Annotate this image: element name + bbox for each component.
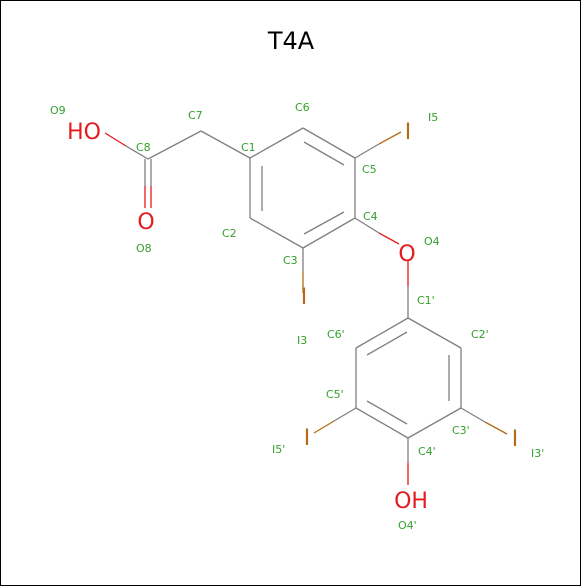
- atom-o4p: OH: [394, 489, 428, 514]
- label-c1p: C1': [417, 294, 435, 307]
- bond-c7-c8: [147, 130, 202, 160]
- atom-i3: I: [301, 285, 308, 310]
- bond-c4-c3: [302, 217, 356, 249]
- label-c7: C7: [188, 109, 203, 122]
- atom-i5p: I: [304, 426, 311, 451]
- ether-bonds: [354, 217, 409, 318]
- bond-c6-c5: [302, 127, 356, 159]
- bond-c5p-i5p-grey: [333, 407, 357, 422]
- label-o4: O4: [424, 235, 440, 248]
- atom-o4: O: [398, 242, 415, 267]
- ring-a-iodine-bonds: [302, 131, 402, 293]
- label-c3: C3: [283, 254, 298, 267]
- bond-c3-c2: [249, 217, 304, 249]
- bond-c6p-c1p-inner: [366, 331, 408, 356]
- label-c8: C8: [136, 141, 151, 154]
- label-c4p: C4': [418, 445, 436, 458]
- bond-c6-c5-inner: [303, 141, 345, 166]
- atom-i5: I: [405, 120, 412, 145]
- bond-c1p-c2p: [407, 317, 462, 349]
- ring-b-substituent-bonds: [313, 407, 508, 485]
- bond-c8-o9-grey: [125, 145, 149, 160]
- bond-c3p-c4p: [407, 407, 462, 439]
- label-c6p: C6': [327, 328, 345, 341]
- bond-c1-c6: [249, 127, 304, 159]
- ring-b-bonds: [355, 317, 462, 439]
- bond-c4p-c5p-inner: [366, 400, 408, 425]
- label-o9: O9: [50, 104, 66, 117]
- label-i3: I3: [297, 334, 307, 347]
- acid-chain-bonds: [104, 130, 251, 208]
- bond-c5p-i5p-brown: [313, 420, 335, 434]
- label-c1: C1: [241, 141, 256, 154]
- bond-c3p-i3p-grey: [460, 407, 486, 423]
- bond-c5-i5-grey: [354, 143, 380, 159]
- bond-c4-o4-grey: [354, 217, 380, 234]
- label-c3p: C3': [452, 424, 470, 437]
- label-c6: C6: [295, 101, 310, 114]
- label-c5: C5: [362, 163, 377, 176]
- label-c2p: C2': [471, 328, 489, 341]
- bond-c5-i5-brown: [378, 131, 402, 145]
- label-o4p: O4': [398, 519, 417, 532]
- label-c5p: C5': [326, 388, 344, 401]
- page-title: T4A: [267, 27, 315, 55]
- bond-c8-o9-red: [104, 132, 127, 147]
- label-c2: C2: [222, 227, 237, 240]
- label-c4: C4: [363, 210, 378, 223]
- label-i3p: I3': [531, 447, 544, 460]
- label-o8: O8: [136, 242, 152, 255]
- ring-a-bonds: [249, 127, 356, 249]
- label-i5p: I5': [272, 443, 285, 456]
- bond-c4-o4-red: [378, 232, 400, 245]
- bond-c3p-i3p-brown: [484, 421, 508, 435]
- atom-o9: HO: [67, 120, 101, 145]
- label-i5: I5: [428, 111, 438, 124]
- bond-c6p-c1p: [355, 317, 409, 349]
- bond-c1-c7: [200, 130, 251, 159]
- bond-c4-c3-inner: [303, 211, 345, 235]
- atom-i3p: I: [512, 427, 519, 452]
- atom-o8: O: [137, 210, 154, 235]
- bond-c4p-c5p: [355, 407, 409, 439]
